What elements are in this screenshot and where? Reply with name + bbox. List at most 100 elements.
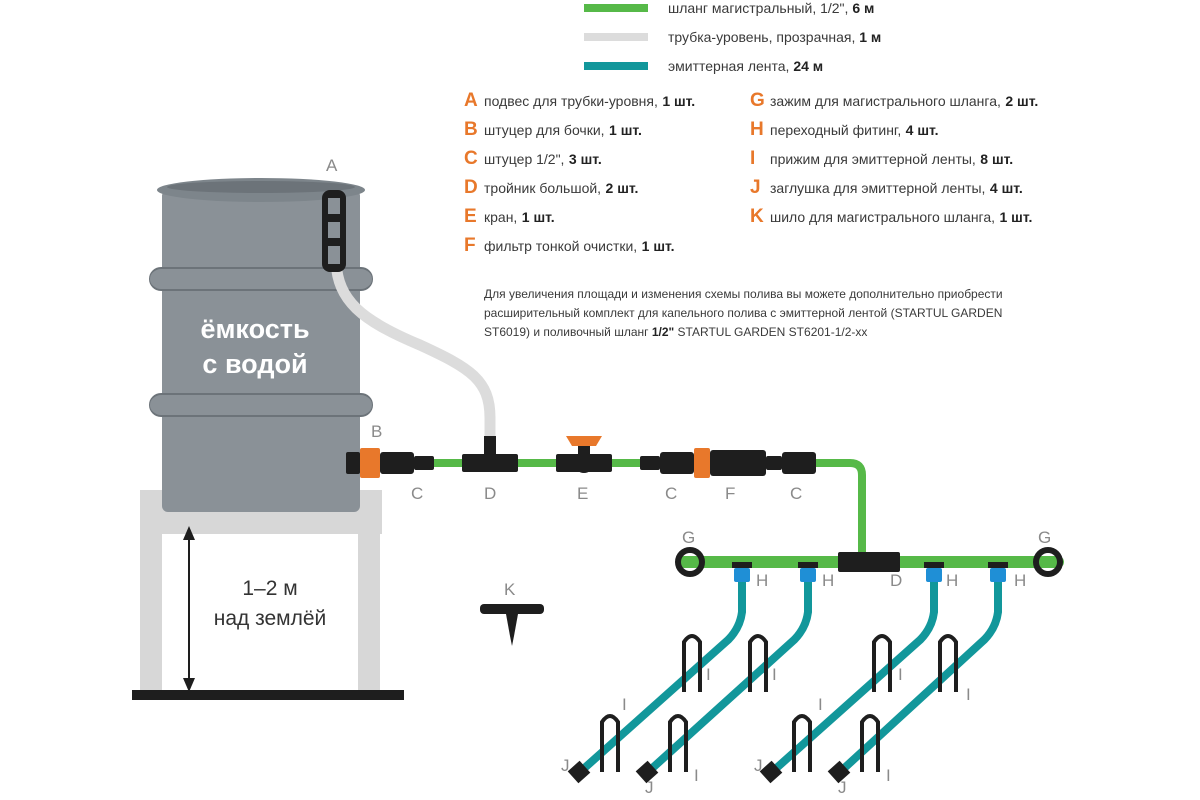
label-j3: J (754, 756, 763, 775)
legend-text: шланг магистральный, 1/2", (668, 0, 853, 16)
label-i3: I (898, 665, 903, 684)
part-qty: 1 шт. (662, 93, 696, 109)
awl-k (480, 604, 544, 646)
legend-main-hose: шланг магистральный, 1/2", 6 м (584, 0, 874, 19)
part-letter: I (750, 148, 756, 169)
part-text: подвес для трубки-уровня, (484, 93, 658, 109)
label-e: E (577, 484, 589, 503)
label-g2: G (1038, 528, 1052, 547)
note-bold: 1/2" (651, 325, 675, 339)
part-text: переходный фитинг, (770, 122, 902, 138)
part-text: прижим для эмиттерной ленты, (770, 151, 976, 167)
part-text: фильтр тонкой очистки, (484, 238, 638, 254)
legend-qty: 24 м (793, 58, 824, 74)
label-a: A (326, 156, 338, 175)
level-tube-swatch (584, 33, 648, 41)
label-h4: H (1014, 571, 1027, 590)
label-h1: H (756, 571, 769, 590)
part-letter: D (464, 177, 478, 198)
part-qty: 1 шт. (999, 209, 1033, 225)
water-tank (149, 178, 373, 512)
label-i2: I (772, 665, 777, 684)
main-hose-line (410, 459, 866, 552)
label-d1: D (484, 484, 497, 503)
part-letter: B (464, 119, 478, 140)
tank-label-line1: ёмкость (200, 314, 310, 344)
part-text: кран, (484, 209, 518, 225)
tape-clips (600, 634, 958, 772)
part-letter: J (750, 177, 761, 198)
part-letter: A (464, 90, 478, 111)
tape-end-caps (567, 760, 851, 784)
info-note: Для увеличения площади и изменения схемы… (484, 285, 1044, 342)
main-hose-swatch (584, 4, 648, 12)
note-text: Для увеличения площади и изменения схемы… (484, 287, 1003, 339)
label-i1: I (706, 665, 711, 684)
label-d2: D (890, 571, 903, 590)
label-c3: C (790, 484, 803, 503)
clamps-g (675, 547, 1063, 577)
legend-level-tube: трубка-уровень, прозрачная, 1 м (584, 26, 881, 48)
tee-d-bottom (838, 552, 900, 572)
part-qty: 1 шт. (641, 238, 675, 254)
part-letter: F (464, 235, 476, 256)
legend-qty: 1 м (859, 29, 882, 45)
level-tube-hanger (322, 190, 346, 272)
note-tail: STARTUL GARDEN ST6201-1/2-xx (674, 325, 868, 339)
label-c1: C (411, 484, 424, 503)
part-letter: G (750, 90, 765, 111)
level-tube (330, 256, 496, 462)
emitter-tape-swatch (584, 62, 648, 70)
part-qty: 1 шт. (521, 209, 555, 225)
label-c2: C (665, 484, 678, 503)
part-qty: 4 шт. (989, 180, 1023, 196)
legend-text: эмиттерная лента, (668, 58, 794, 74)
label-i8: I (886, 766, 891, 785)
legend-text: трубка-уровень, прозрачная, (668, 29, 860, 45)
part-qty: 2 шт. (605, 180, 639, 196)
tank-label: ёмкость с водой (160, 312, 350, 382)
label-h3: H (946, 571, 959, 590)
part-qty: 1 шт. (609, 122, 642, 138)
stand-label-line2: над землёй (213, 607, 327, 630)
ground-line (132, 690, 404, 700)
label-g1: G (682, 528, 696, 547)
part-text: шило для магистрального шланга, (770, 209, 996, 225)
label-i7: I (818, 695, 823, 714)
stand-label: 1–2 м над землёй (190, 574, 350, 634)
transition-fittings (732, 562, 1008, 582)
part-text: тройник большой, (484, 180, 602, 196)
tank-label-line2: с водой (202, 349, 308, 379)
part-text: штуцер для бочки, (484, 122, 605, 138)
label-j1: J (561, 756, 570, 775)
stand-label-line1: 1–2 м (242, 577, 298, 600)
part-letter: K (750, 206, 764, 227)
label-j4: J (838, 778, 847, 797)
legend-emitter-tape: эмиттерная лента, 24 м (584, 55, 823, 77)
part-qty: 2 шт. (1005, 93, 1039, 109)
part-qty: 4 шт. (905, 122, 939, 138)
label-i5: I (622, 695, 627, 714)
label-h2: H (822, 571, 835, 590)
label-k: K (504, 580, 516, 599)
part-letter: C (464, 148, 478, 169)
part-text: заглушка для эмиттерной ленты, (770, 180, 986, 196)
fittings (346, 436, 816, 478)
label-f: F (725, 484, 736, 503)
part-text: зажим для магистрального шланга, (770, 93, 1001, 109)
emitter-tapes (576, 574, 1002, 776)
label-b: B (371, 422, 383, 441)
legend-qty: 6 м (852, 0, 875, 16)
